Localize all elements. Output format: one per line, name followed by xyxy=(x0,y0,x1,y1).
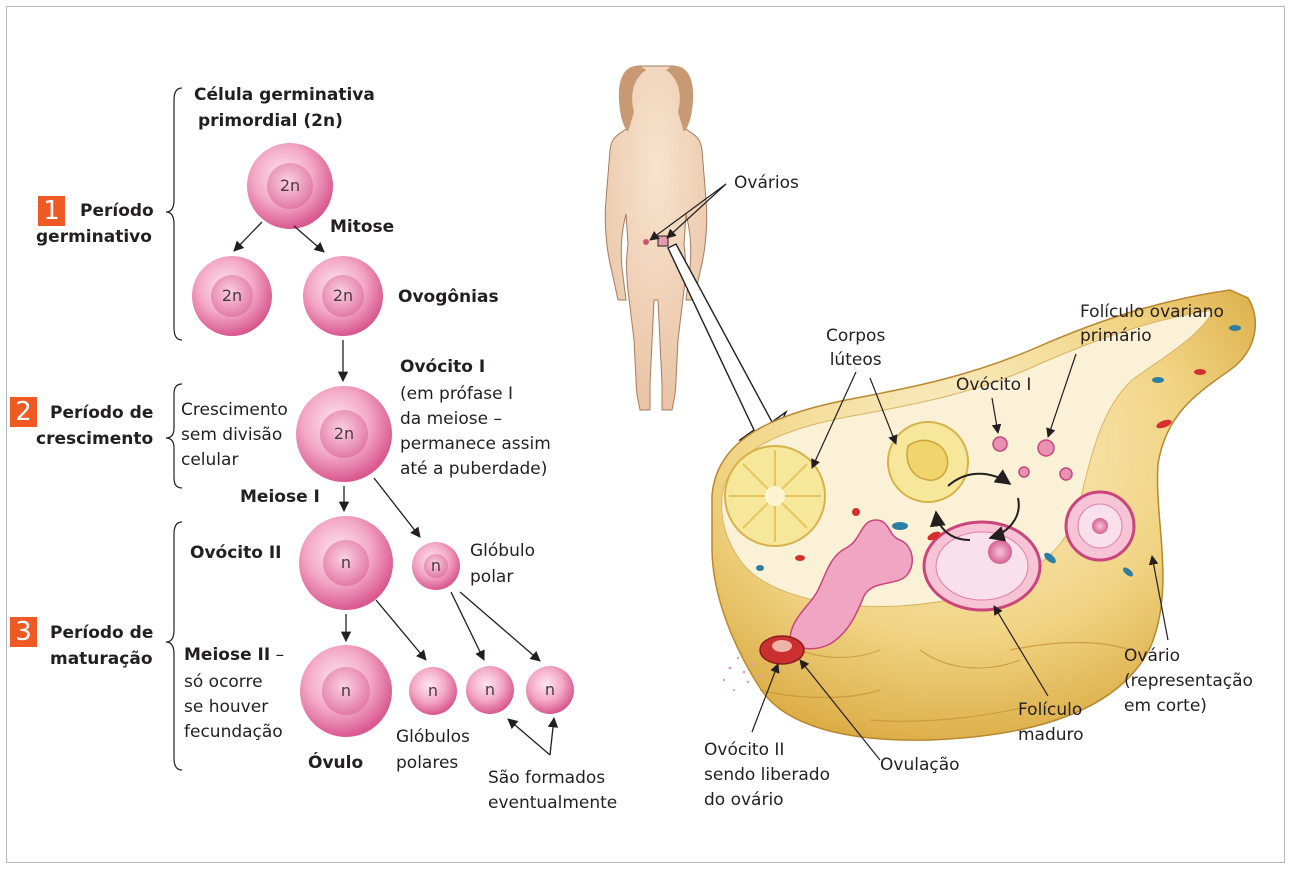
primordial-label-line2: primordial (2n) xyxy=(198,110,343,132)
zoom-arrow xyxy=(668,244,786,446)
ovulation-label: Ovulação xyxy=(880,754,960,776)
brace-growth xyxy=(166,384,182,488)
phase-3-label-line2: maturação xyxy=(50,648,153,670)
corpus-luteum-small xyxy=(888,422,968,502)
ploidy-polar-body-4: n xyxy=(530,680,570,699)
ploidy-oogonia-left: 2n xyxy=(212,286,252,305)
phase-1-label-line2: germinativo xyxy=(36,226,152,248)
phase-2-number: 2 xyxy=(10,397,37,427)
phase-1-number: 1 xyxy=(38,196,65,226)
primary-follicle-label: Folículo ovariano primário xyxy=(1080,300,1224,348)
phase-3-label-line1: Período de xyxy=(50,622,153,644)
ploidy-oogonia-right: 2n xyxy=(323,286,363,305)
corpora-lutea-label: Corpos lúteos xyxy=(826,324,885,372)
formed-eventually-label: São formados eventualmente xyxy=(488,766,617,816)
oocyte1-title: Ovócito I xyxy=(400,356,485,378)
phase-2-label-line1: Período de xyxy=(50,402,153,424)
growth-note: Crescimento sem divisão celular xyxy=(181,398,288,473)
meiosis1-label: Meiose I xyxy=(240,486,320,508)
ploidy-oocyte1: 2n xyxy=(324,424,364,443)
corpus-luteum-large xyxy=(725,446,825,546)
mitosis-label: Mitose xyxy=(330,216,394,238)
oocyte1-note: (em prófase I da meiose – permanece assi… xyxy=(400,382,551,482)
primordial-label-line1: Célula germinativa xyxy=(194,84,375,106)
meiosis2-label: Meiose II xyxy=(184,645,270,665)
ploidy-polar-body-1: n xyxy=(416,556,456,575)
ovaries-label: Ovários xyxy=(734,172,799,194)
brace-maturation xyxy=(166,522,182,770)
secondary-follicle xyxy=(1066,492,1134,560)
ploidy-polar-body-2: n xyxy=(413,681,453,700)
phase-2-label-line2: crescimento xyxy=(36,428,153,450)
polar-bodies-label: Glóbulos polares xyxy=(396,724,470,776)
meiosis2-label-row: Meiose II – xyxy=(184,644,284,666)
phase-1-label-line1: Período xyxy=(80,200,154,222)
polar-body-label: Glóbulo polar xyxy=(470,538,535,590)
oocyte1-anatomy-label: Ovócito I xyxy=(956,374,1031,396)
phase-3-number: 3 xyxy=(10,617,37,647)
ploidy-oocyte2: n xyxy=(326,553,366,572)
ploidy-primordial: 2n xyxy=(270,176,310,195)
female-body-illustration xyxy=(605,66,707,410)
mature-follicle xyxy=(924,522,1040,610)
oocyte2-label: Ovócito II xyxy=(190,542,282,564)
mature-follicle-label: Folículo maduro xyxy=(1018,698,1084,748)
released-oocyte xyxy=(760,636,804,664)
oogonia-label: Ovogônias xyxy=(398,286,499,308)
ploidy-polar-body-3: n xyxy=(470,680,510,699)
brace-germinative xyxy=(166,88,182,340)
ovary-section-label: Ovário (representação em corte) xyxy=(1124,644,1253,719)
ploidy-ovum: n xyxy=(326,681,366,700)
oocyte2-released-label: Ovócito II sendo liberado do ovário xyxy=(704,738,830,813)
meiosis2-dash: – xyxy=(270,645,284,665)
meiosis2-note: só ocorre se houver fecundação xyxy=(184,670,283,745)
ovum-label: Óvulo xyxy=(308,752,363,774)
